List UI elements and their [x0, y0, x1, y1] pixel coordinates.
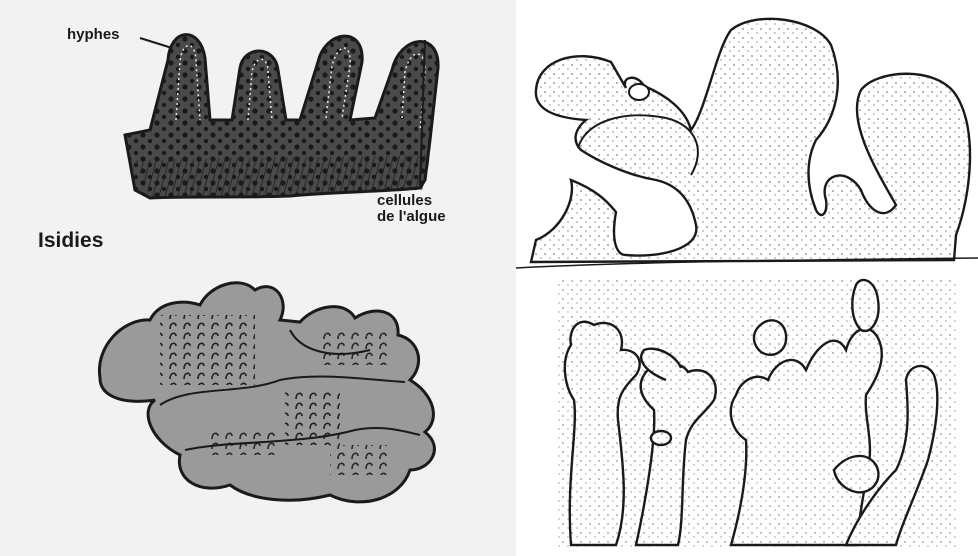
- isidia-line-drawings-panel: [516, 0, 978, 556]
- isidia-surface-view: [99, 283, 434, 502]
- isidies-title: Isidies: [38, 230, 103, 252]
- algal-cells-label-line1: cellules: [377, 193, 487, 209]
- isidia-cross-section: [125, 35, 438, 198]
- coralloid-stipple: [556, 280, 956, 550]
- isidia-illustration-panel: hyphes cellules de l'algue Isidies: [0, 0, 516, 556]
- isidia-drawing: [0, 0, 516, 556]
- algal-cells-label-line2: de l'algue: [377, 209, 487, 225]
- globular-isidia-drawing: [516, 19, 978, 268]
- hyphes-label: hyphes: [67, 27, 120, 43]
- hyphes-leader-line: [140, 38, 172, 48]
- isidia-line-drawings: [516, 0, 978, 556]
- algal-cells-label: cellules de l'algue: [377, 193, 487, 225]
